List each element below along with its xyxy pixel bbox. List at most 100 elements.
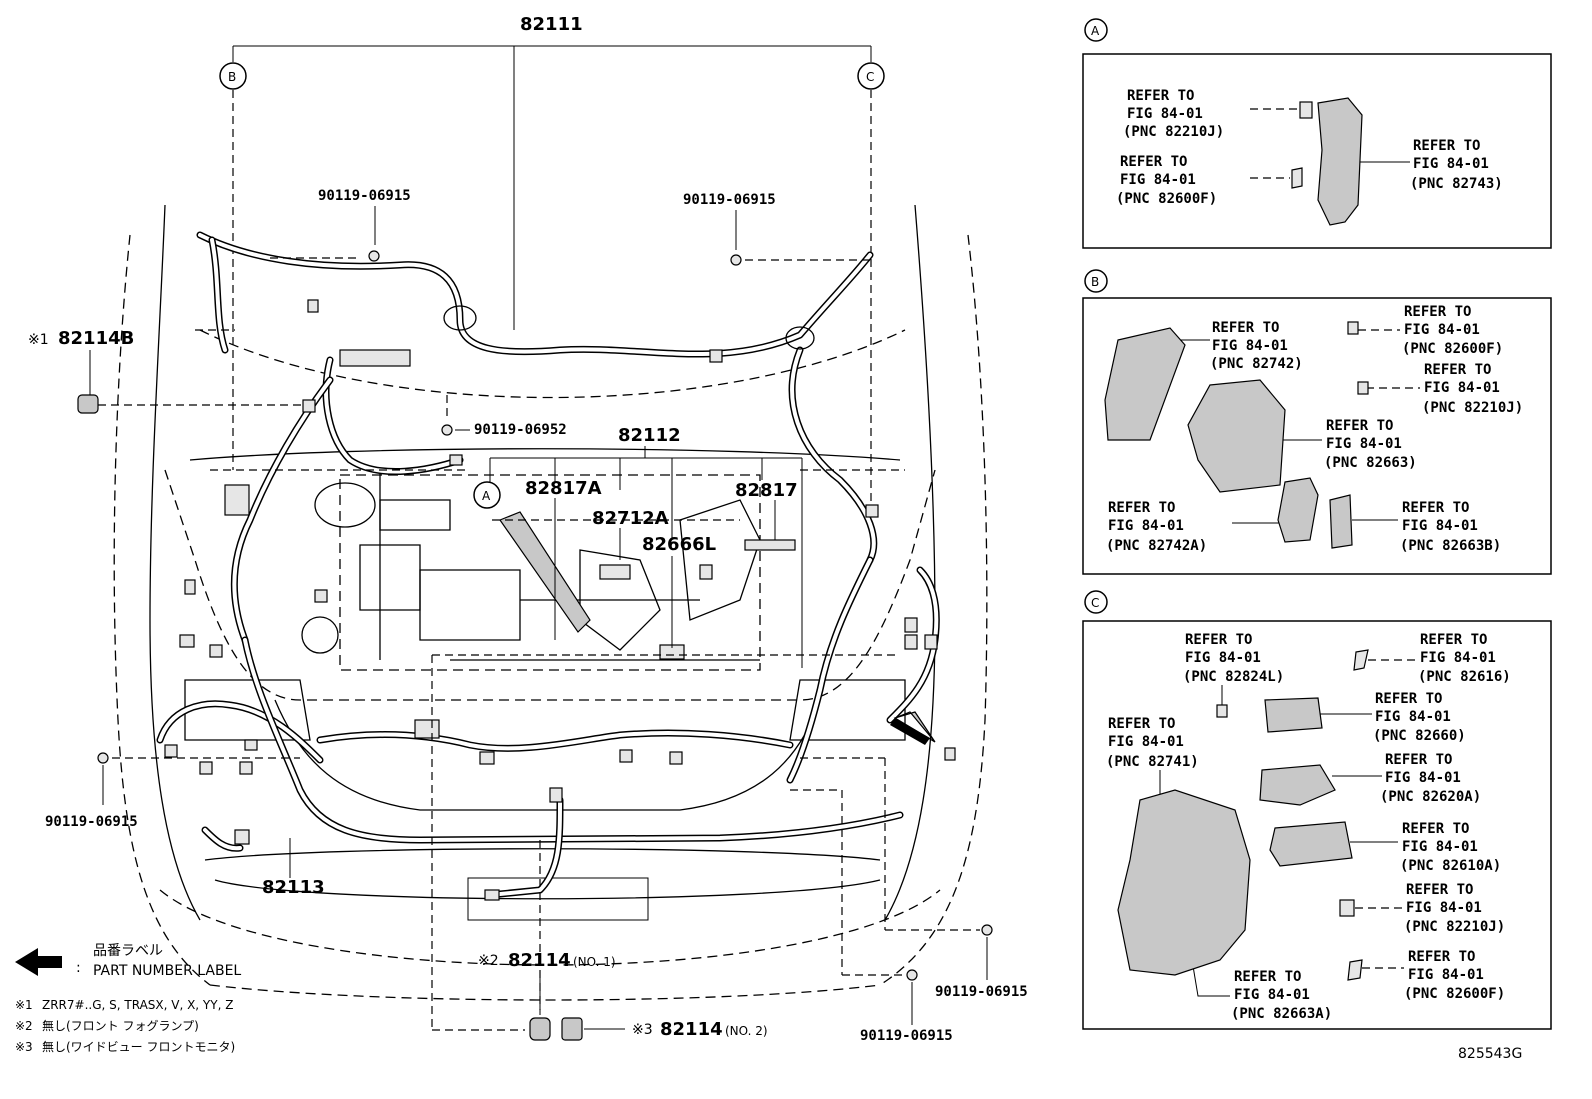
svg-text:REFER TO: REFER TO: [1108, 716, 1175, 732]
svg-text:(PNC 82600F): (PNC 82600F): [1402, 341, 1503, 357]
part-82114-no1[interactable]: ※2 82114 (NO. 1): [478, 950, 616, 1041]
svg-text:(NO. 1): (NO. 1): [573, 955, 616, 969]
ref-82663B[interactable]: REFER TO FIG 84-01 (PNC 82663B): [1400, 500, 1501, 554]
svg-text:FIG 84-01: FIG 84-01: [1385, 770, 1461, 786]
svg-text:REFER TO: REFER TO: [1212, 320, 1279, 336]
bolt-icon: [368, 250, 380, 262]
ref-82663A[interactable]: REFER TO FIG 84-01 (PNC 82663A): [1231, 969, 1332, 1022]
svg-text:FIG 84-01: FIG 84-01: [1127, 106, 1203, 122]
ref-82663[interactable]: REFER TO FIG 84-01 (PNC 82663): [1324, 418, 1417, 471]
legend-label-en: PART NUMBER LABEL: [93, 963, 241, 979]
leader-lines: [98, 257, 980, 1031]
ref-82210J-c[interactable]: REFER TO FIG 84-01 (PNC 82210J): [1404, 882, 1505, 935]
mark-3: ※3: [632, 1022, 653, 1038]
grommet-icon: [529, 1017, 551, 1041]
bolt-bottom-right-upper[interactable]: 90119-06915: [935, 924, 1028, 1000]
svg-text:FIG 84-01: FIG 84-01: [1108, 518, 1184, 534]
svg-text:(PNC 82610A): (PNC 82610A): [1400, 858, 1501, 874]
panel-c-label: C: [1091, 596, 1099, 610]
svg-text:※3: ※3: [15, 1040, 33, 1054]
bolt-icon: [906, 969, 918, 981]
harness-82111[interactable]: [196, 231, 878, 784]
bolt-icon: [97, 752, 109, 764]
svg-text:(PNC 82210J): (PNC 82210J): [1404, 919, 1505, 935]
svg-text:(PNC 82742A): (PNC 82742A): [1106, 538, 1207, 554]
svg-text:(PNC 82210J): (PNC 82210J): [1123, 124, 1224, 140]
part-82113[interactable]: 82113: [262, 838, 325, 898]
svg-text:REFER TO: REFER TO: [1402, 500, 1469, 516]
part-number-82817[interactable]: 82817: [735, 480, 798, 501]
ref-82210J-b[interactable]: REFER TO FIG 84-01 (PNC 82210J): [1422, 362, 1523, 416]
svg-text:(NO. 2): (NO. 2): [725, 1024, 768, 1038]
svg-text:REFER TO: REFER TO: [1108, 500, 1175, 516]
svg-text:FIG 84-01: FIG 84-01: [1406, 900, 1482, 916]
bolt-bottom-right-lower[interactable]: 90119-06915: [860, 969, 953, 1044]
panel-a-label: A: [1091, 24, 1100, 38]
ref-82210J-a[interactable]: REFER TO FIG 84-01 (PNC 82210J): [1123, 88, 1224, 140]
bolt-center[interactable]: 90119-06952: [441, 422, 567, 438]
part-number-90119-06915-right-lower: 90119-06915: [860, 1028, 953, 1044]
bolt-icon: [981, 924, 993, 936]
svg-text:A: A: [482, 489, 491, 503]
footnotes: ※1 ZRR7#..G, S, TRASX, V, X, YY, Z ※2 無し…: [15, 998, 235, 1054]
bolt-top-left[interactable]: 90119-06915: [318, 188, 411, 262]
ref-82616[interactable]: REFER TO FIG 84-01 (PNC 82616): [1418, 632, 1511, 685]
part-number-82114-no2: 82114: [660, 1019, 723, 1040]
svg-text:REFER TO: REFER TO: [1326, 418, 1393, 434]
svg-text:FIG 84-01: FIG 84-01: [1234, 987, 1310, 1003]
bolt-icon: [730, 254, 742, 266]
part-number-82817A[interactable]: 82817A: [525, 478, 602, 499]
left-arrow-icon: [15, 948, 62, 976]
engine-bay: [301, 470, 761, 671]
harness-82113[interactable]: [156, 566, 940, 899]
ref-82600F-a[interactable]: REFER TO FIG 84-01 (PNC 82600F): [1116, 154, 1217, 207]
part-number-82112[interactable]: 82112: [618, 425, 681, 446]
svg-text:REFER TO: REFER TO: [1420, 632, 1487, 648]
svg-text:REFER TO: REFER TO: [1120, 154, 1187, 170]
ref-82660[interactable]: REFER TO FIG 84-01 (PNC 82660): [1373, 691, 1466, 744]
bolt-icon: [441, 424, 453, 436]
main-drawing: 82111 B C A: [28, 14, 1028, 1044]
svg-text:(PNC 82210J): (PNC 82210J): [1422, 400, 1523, 416]
fuse-box-82663-icon: [1187, 379, 1286, 493]
svg-text:(PNC 82660): (PNC 82660): [1373, 728, 1466, 744]
mark-2: ※2: [478, 953, 499, 969]
bolt-top-right[interactable]: 90119-06915: [683, 192, 776, 266]
ref-82741[interactable]: REFER TO FIG 84-01 (PNC 82741): [1106, 716, 1199, 770]
svg-text:FIG 84-01: FIG 84-01: [1413, 156, 1489, 172]
ref-82600F-b[interactable]: REFER TO FIG 84-01 (PNC 82600F): [1402, 304, 1503, 357]
footnote-3: 無し(ワイドビュー フロントモニタ): [42, 1039, 235, 1054]
part-number-82666L[interactable]: 82666L: [642, 534, 716, 555]
svg-text:REFER TO: REFER TO: [1185, 632, 1252, 648]
svg-text:※2: ※2: [15, 1019, 33, 1033]
bolt-left[interactable]: 90119-06915: [45, 752, 138, 830]
part-number-82111[interactable]: 82111: [520, 14, 583, 35]
part-82114B[interactable]: ※1 82114B: [28, 328, 134, 414]
ref-82743[interactable]: REFER TO FIG 84-01 (PNC 82743): [1410, 138, 1503, 192]
svg-text:(PNC 82824L): (PNC 82824L): [1183, 669, 1284, 685]
svg-text:REFER TO: REFER TO: [1413, 138, 1480, 154]
ref-82620A[interactable]: REFER TO FIG 84-01 (PNC 82620A): [1380, 752, 1481, 805]
callout-b[interactable]: B: [219, 62, 247, 90]
part-number-90119-06915-top-right: 90119-06915: [683, 192, 776, 208]
svg-text:REFER TO: REFER TO: [1404, 304, 1471, 320]
svg-text:FIG 84-01: FIG 84-01: [1424, 380, 1500, 396]
callout-c[interactable]: C: [857, 62, 885, 90]
ref-82742[interactable]: REFER TO FIG 84-01 (PNC 82742): [1210, 320, 1303, 372]
svg-text:FIG 84-01: FIG 84-01: [1120, 172, 1196, 188]
panel-a: A REFER TO FIG 84-01 (PNC 82210J) REFER …: [1082, 18, 1552, 249]
ref-82742A[interactable]: REFER TO FIG 84-01 (PNC 82742A): [1106, 500, 1207, 554]
ref-82600F-c[interactable]: REFER TO FIG 84-01 (PNC 82600F): [1404, 949, 1505, 1002]
svg-text:FIG 84-01: FIG 84-01: [1402, 518, 1478, 534]
svg-text:REFER TO: REFER TO: [1385, 752, 1452, 768]
part-number-82113: 82113: [262, 877, 325, 898]
svg-text:(PNC 82743): (PNC 82743): [1410, 176, 1503, 192]
mark-1: ※1: [28, 332, 49, 348]
callout-a[interactable]: A: [473, 481, 501, 509]
ref-82824L[interactable]: REFER TO FIG 84-01 (PNC 82824L): [1183, 632, 1284, 685]
legend-label-jp: 品番ラベル: [93, 943, 163, 959]
ref-82610A[interactable]: REFER TO FIG 84-01 (PNC 82610A): [1400, 821, 1501, 874]
part-82114-no2[interactable]: ※3 82114 (NO. 2): [561, 1017, 768, 1041]
part-number-82712A[interactable]: 82712A: [592, 508, 669, 529]
relay-block-82660-icon: [1264, 697, 1323, 733]
